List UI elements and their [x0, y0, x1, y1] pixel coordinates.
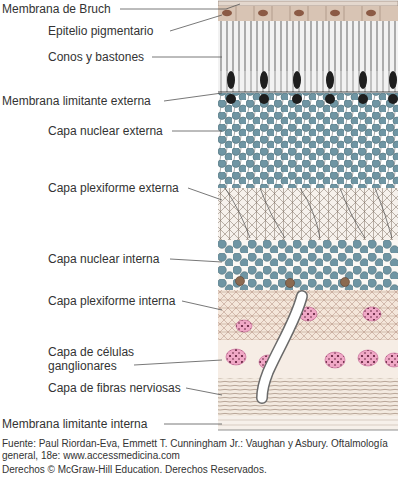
- layer-label: Conos y bastones: [48, 50, 218, 64]
- layer-label: Membrana limitante externa: [2, 94, 202, 108]
- layer-label: Capa nuclear externa: [48, 124, 218, 138]
- layer-label: Capa plexiforme externa: [48, 181, 218, 195]
- leader-lines: [120, 4, 240, 424]
- layer-label: Capa nuclear interna: [48, 252, 218, 266]
- layer-label: Membrana limitante interna: [2, 417, 202, 431]
- copyright-note: Derechos © McGraw-Hill Education. Derech…: [2, 464, 399, 476]
- layer-label: Capa de fibras nerviosas: [48, 381, 218, 395]
- source-caption: Fuente: Paul Riordan-Eva, Emmett T. Cunn…: [2, 438, 399, 462]
- layer-label: Capa plexiforme interna: [48, 294, 218, 308]
- layer-label: Epitelio pigmentario: [48, 24, 218, 38]
- layer-label: Membrana de Bruch: [2, 2, 202, 16]
- layer-label: Capa de células ganglionares: [48, 345, 143, 373]
